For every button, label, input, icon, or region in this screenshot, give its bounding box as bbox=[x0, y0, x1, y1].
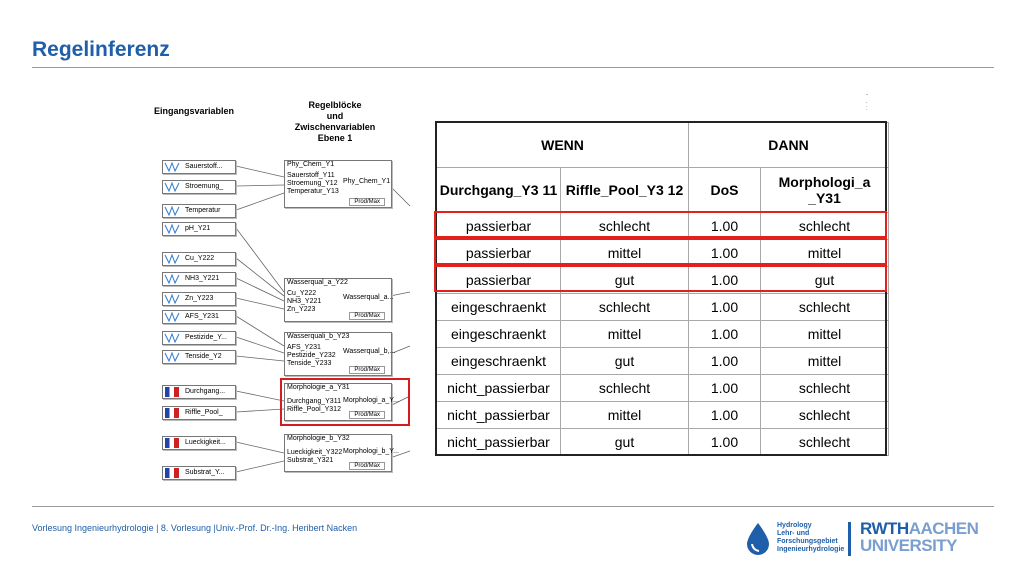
table-cell: 1.00 bbox=[688, 266, 761, 294]
membership-function-icon bbox=[164, 293, 180, 305]
table-cell: eingeschraenkt bbox=[436, 320, 561, 348]
inputs-heading: Eingangsvariablen bbox=[154, 106, 235, 116]
input-variable[interactable]: Cu_Y222 bbox=[162, 252, 236, 266]
column-header: Morphologi_a _Y31 bbox=[759, 167, 890, 213]
table-cell: mittel bbox=[560, 401, 689, 429]
input-variable[interactable]: Durchgang... bbox=[162, 385, 236, 399]
membership-function-icon bbox=[164, 161, 180, 173]
membership-function-icon bbox=[164, 332, 180, 344]
input-variable[interactable]: Riffle_Pool_ bbox=[162, 406, 236, 420]
input-variable[interactable]: AFS_Y231 bbox=[162, 310, 236, 324]
membership-function-icon bbox=[164, 351, 180, 363]
footer-text: Vorlesung Ingenieurhydrologie | 8. Vorle… bbox=[32, 523, 358, 533]
input-variable[interactable]: pH_Y21 bbox=[162, 222, 236, 236]
selected-block-highlight bbox=[280, 378, 410, 426]
table-cell: gut bbox=[560, 347, 689, 375]
water-drop-icon bbox=[745, 522, 771, 561]
table-cell: gut bbox=[759, 266, 890, 294]
membership-function-icon bbox=[164, 253, 180, 265]
table-cell: nicht_passierbar bbox=[436, 401, 561, 429]
categorical-membership-icon bbox=[165, 387, 179, 397]
table-cell: 1.00 bbox=[688, 293, 761, 321]
table-cell: eingeschraenkt bbox=[436, 347, 561, 375]
column-header: DoS bbox=[688, 167, 761, 213]
categorical-membership-icon bbox=[165, 408, 179, 418]
column-header: Riffle_Pool_Y3 12 bbox=[560, 167, 689, 213]
if-header: WENN bbox=[436, 122, 689, 168]
rules-heading: Regelblöcke und Zwischenvariablen Ebene … bbox=[294, 100, 376, 143]
footer-divider bbox=[32, 506, 994, 507]
membership-function-icon bbox=[164, 311, 180, 323]
table-cell: mittel bbox=[759, 347, 890, 375]
table-cell: mittel bbox=[560, 320, 689, 348]
hydrology-logo-text: Hydrology Lehr- und Forschungsgebiet Ing… bbox=[777, 522, 845, 553]
table-cell: gut bbox=[560, 428, 689, 456]
table-cell: schlecht bbox=[759, 428, 890, 456]
input-variable[interactable]: Pestizide_Y... bbox=[162, 331, 236, 345]
table-cell: 1.00 bbox=[688, 239, 761, 267]
input-variable[interactable]: Lueckigkeit... bbox=[162, 436, 236, 450]
then-header: DANN bbox=[687, 122, 890, 168]
table-cell: nicht_passierbar bbox=[436, 428, 561, 456]
table-cell: gut bbox=[560, 266, 689, 294]
table-cell: schlecht bbox=[759, 374, 890, 402]
row-highlight bbox=[434, 238, 887, 265]
input-variable[interactable]: Temperatur bbox=[162, 204, 236, 218]
fuzzy-rule-diagram: Eingangsvariablen Regelblöcke und Zwisch… bbox=[150, 96, 411, 484]
table-cell: schlecht bbox=[560, 374, 689, 402]
input-variable[interactable]: Sauerstoff... bbox=[162, 160, 236, 174]
row-highlight bbox=[434, 265, 887, 292]
table-cell: mittel bbox=[759, 239, 890, 267]
header-divider bbox=[32, 67, 994, 68]
row-highlight bbox=[434, 211, 887, 238]
input-variable[interactable]: Tenside_Y2 bbox=[162, 350, 236, 364]
table-cell: passierbar bbox=[436, 266, 561, 294]
table-cell: schlecht bbox=[560, 293, 689, 321]
top-marks: -.: bbox=[866, 92, 868, 112]
rwth-logo: RWTHAACHEN UNIVERSITY bbox=[860, 519, 979, 555]
input-variable[interactable]: Zn_Y223 bbox=[162, 292, 236, 306]
table-cell: 1.00 bbox=[688, 320, 761, 348]
membership-function-icon bbox=[164, 223, 180, 235]
table-cell: 1.00 bbox=[688, 428, 761, 456]
connector-lines bbox=[235, 165, 411, 473]
table-cell: 1.00 bbox=[688, 401, 761, 429]
logo-divider bbox=[848, 522, 851, 556]
column-header: Durchgang_Y3 11 bbox=[436, 167, 561, 213]
membership-function-icon bbox=[164, 181, 180, 193]
input-variable[interactable]: NH3_Y221 bbox=[162, 272, 236, 286]
table-cell: mittel bbox=[759, 320, 890, 348]
table-cell: nicht_passierbar bbox=[436, 374, 561, 402]
categorical-membership-icon bbox=[165, 438, 179, 448]
categorical-membership-icon bbox=[165, 468, 179, 478]
membership-function-icon bbox=[164, 273, 180, 285]
table-cell: eingeschraenkt bbox=[436, 293, 561, 321]
table-cell: schlecht bbox=[759, 293, 890, 321]
input-variable[interactable]: Substrat_Y... bbox=[162, 466, 236, 480]
table-cell: schlecht bbox=[560, 212, 689, 240]
table-cell: 1.00 bbox=[688, 347, 761, 375]
rule-table: WENN DANN Durchgang_Y3 11 Riffle_Pool_Y3… bbox=[436, 122, 890, 456]
slide-title: Regelinferenz bbox=[32, 38, 170, 61]
input-variable[interactable]: Stroemung_ bbox=[162, 180, 236, 194]
membership-function-icon bbox=[164, 205, 180, 217]
table-cell: 1.00 bbox=[688, 374, 761, 402]
table-cell: schlecht bbox=[759, 401, 890, 429]
